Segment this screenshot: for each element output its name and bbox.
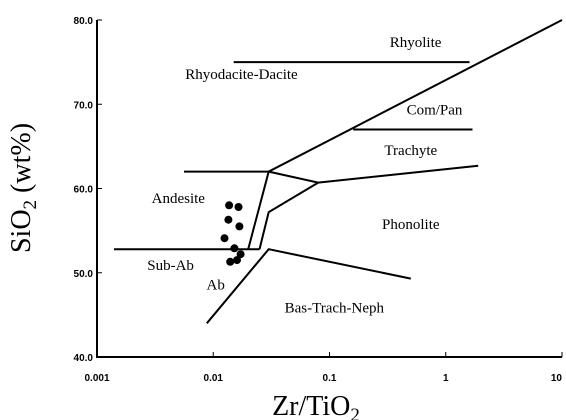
field-label-ab: Ab xyxy=(207,278,225,294)
x-tick-label: 1 xyxy=(443,373,449,384)
y-tick-label: 40.0 xyxy=(74,353,94,364)
field-label-andesite: Andesite xyxy=(152,191,206,207)
field-boundary-4 xyxy=(268,164,479,184)
field-labels: RhyoliteRhyodacite-DaciteCom/PanTrachyte… xyxy=(147,35,463,316)
y-tick-label: 60.0 xyxy=(74,185,94,196)
field-label-phonolite: Phonolite xyxy=(382,217,440,233)
tick-labels: 40.0 50.0 60.0 70.0 80.0 0.001 0.01 0.1 1 10 xyxy=(74,16,563,384)
field-label-com-pan: Com/Pan xyxy=(407,102,463,118)
sample-point-1 xyxy=(234,203,243,211)
field-boundary-7 xyxy=(258,181,319,250)
field-boundary-0 xyxy=(247,19,563,250)
sample-point-2 xyxy=(224,215,233,224)
y-tick-label: 70.0 xyxy=(74,100,94,111)
sample-point-0 xyxy=(225,201,234,210)
x-tick-label: 0.001 xyxy=(84,373,109,384)
sample-point-4 xyxy=(220,234,229,243)
field-boundaries xyxy=(114,19,563,324)
sample-point-8 xyxy=(233,256,241,265)
field-label-rhyolite: Rhyolite xyxy=(390,35,442,51)
y-tick-label: 80.0 xyxy=(74,16,94,27)
field-label-trachyte: Trachyte xyxy=(384,143,437,159)
x-axis-title: Zr/TiO2 xyxy=(272,391,360,420)
sample-point-7 xyxy=(226,257,235,266)
field-label-rhyodacite-dacite: Rhyodacite-Dacite xyxy=(185,67,298,83)
field-boundary-6 xyxy=(206,248,412,324)
field-label-sub-ab: Sub-Ab xyxy=(147,258,194,274)
sample-point-3 xyxy=(235,222,244,231)
field-label-bas-trach-neph: Bas-Trach-Neph xyxy=(285,300,385,316)
y-tick-label: 50.0 xyxy=(74,269,94,280)
sample-points xyxy=(220,201,245,266)
sample-point-6 xyxy=(236,250,245,259)
y-axis-title: SiO2 (wt%) xyxy=(6,123,41,253)
x-tick-label: 0.01 xyxy=(204,373,224,384)
x-tick-label: 0.1 xyxy=(323,373,337,384)
x-tick-label: 10 xyxy=(551,373,563,384)
sample-point-5 xyxy=(230,244,239,253)
